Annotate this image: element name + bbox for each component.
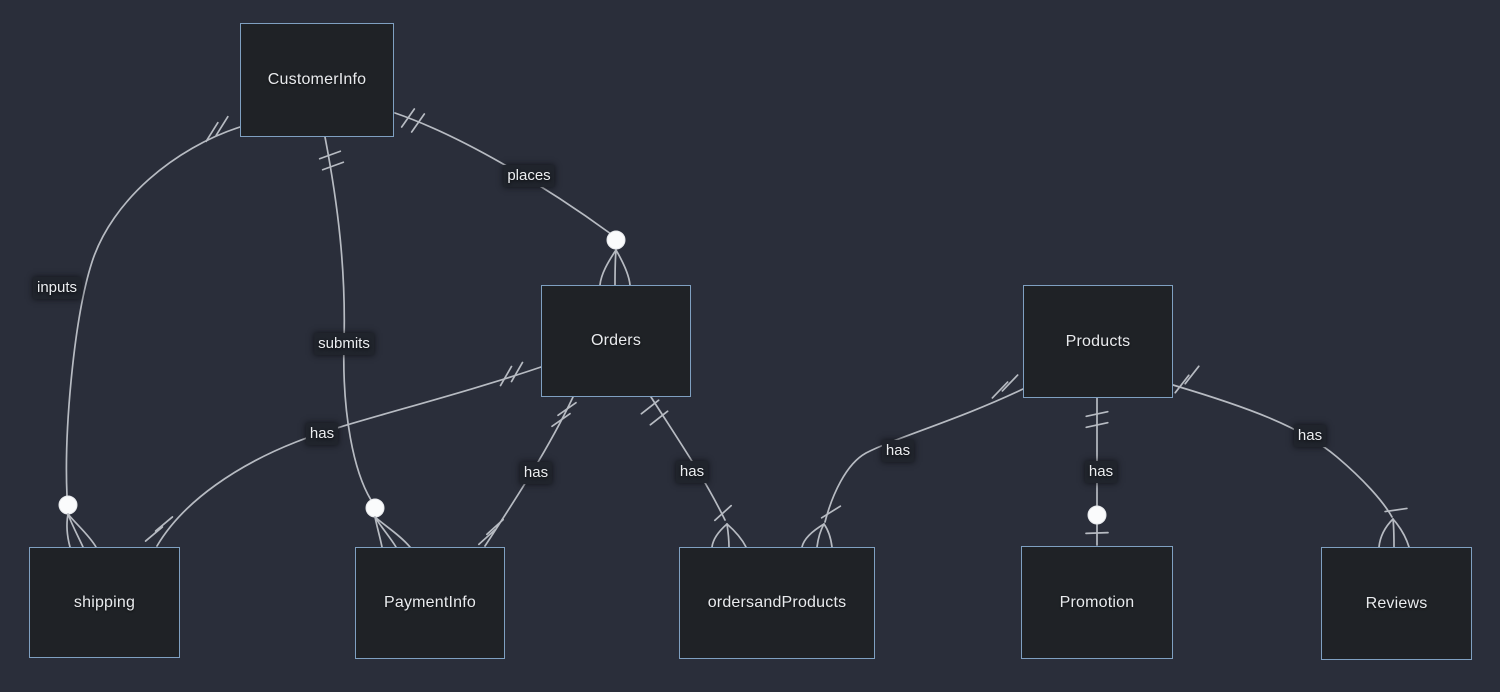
relationship-label-has-products-ordersandproducts: has	[881, 440, 915, 462]
entity-label: shipping	[73, 593, 136, 611]
edge-customerinfo-places-orders	[394, 108, 631, 286]
entity-paymentinfo: PaymentInfo	[355, 547, 505, 659]
relationship-label-has-products-reviews: has	[1293, 425, 1327, 447]
relationship-label-has-orders-paymentinfo: has	[519, 462, 553, 484]
entity-promotion: Promotion	[1021, 546, 1173, 659]
crowsfoot	[801, 523, 825, 548]
edge-customerinfo-submits-paymentinfo	[318, 136, 411, 548]
crowsfoot	[599, 249, 617, 286]
edge-customerinfo-inputs-shipping	[58, 115, 241, 548]
entity-shipping: shipping	[29, 547, 180, 658]
relationship-label-places: places	[503, 165, 555, 187]
entity-label: PaymentInfo	[383, 594, 477, 611]
zero-circle-marker	[58, 495, 78, 515]
edge-orders-has-shipping	[144, 361, 542, 547]
relationship-label-submits: submits	[314, 333, 374, 355]
entity-label: Reviews	[1365, 594, 1428, 612]
edge-products-has-ordersandproducts	[801, 374, 1024, 548]
relationship-label-inputs: inputs	[32, 277, 82, 299]
zero-circle-marker	[365, 498, 385, 518]
entity-label: Products	[1065, 332, 1131, 350]
edge-products-has-reviews	[1172, 365, 1410, 548]
relationship-label-has-orders-ordersandproducts: has	[675, 461, 709, 483]
crowsfoot	[66, 513, 71, 548]
crowsfoot	[1378, 518, 1394, 548]
entity-reviews: Reviews	[1321, 547, 1472, 660]
edge-orders-has-ordersandproducts	[640, 396, 747, 548]
entity-customerinfo: CustomerInfo	[240, 23, 394, 137]
crowsfoot	[374, 516, 383, 548]
zero-circle-marker	[606, 230, 626, 250]
entity-label: Promotion	[1059, 593, 1135, 611]
zero-circle-marker	[1087, 505, 1107, 525]
entity-products: Products	[1023, 285, 1173, 398]
entity-label: Orders	[590, 332, 642, 349]
entity-ordersandproducts: ordersandProducts	[679, 547, 875, 659]
entity-orders: Orders	[541, 285, 691, 397]
relationship-label-has-orders-shipping: has	[305, 423, 339, 445]
relationship-label-has-products-promotion: has	[1084, 461, 1118, 483]
entity-label: CustomerInfo	[267, 71, 367, 88]
entity-label: ordersandProducts	[707, 594, 847, 611]
crowsfoot	[711, 523, 728, 548]
